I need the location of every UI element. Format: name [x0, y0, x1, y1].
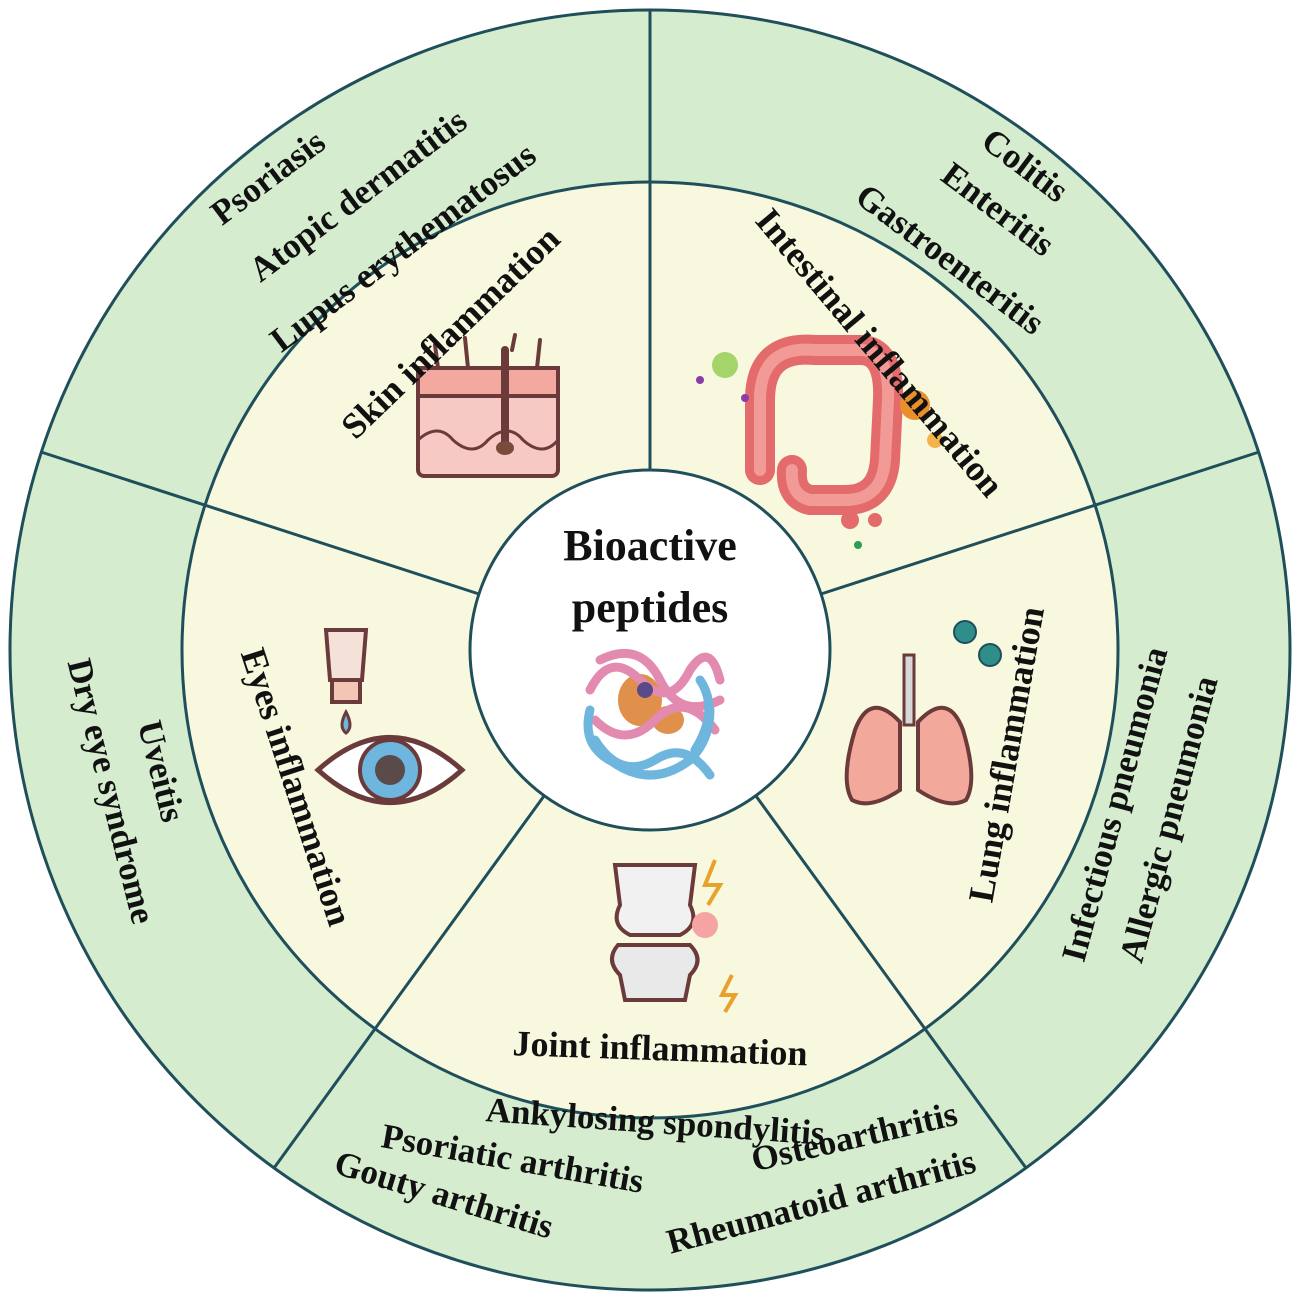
- center-title-line1: Bioactive: [563, 521, 737, 570]
- intestine-icon: [696, 334, 943, 549]
- lungs-icon: [844, 620, 1002, 806]
- divider-intestinal-lung: [820, 450, 1260, 596]
- protein-structure-icon: [583, 648, 725, 780]
- divider-joint-eyes: [272, 795, 546, 1169]
- center-title-line2: peptides: [572, 583, 728, 632]
- center-circle: [468, 468, 832, 832]
- knee-joint-icon: [610, 859, 739, 1014]
- sector-dividers: [40, 10, 1260, 1169]
- eye-drop-icon: [314, 628, 466, 805]
- divider-lung-joint: [754, 795, 1028, 1169]
- divider-eyes-skin: [40, 450, 480, 596]
- skin-layers-icon: [416, 333, 560, 478]
